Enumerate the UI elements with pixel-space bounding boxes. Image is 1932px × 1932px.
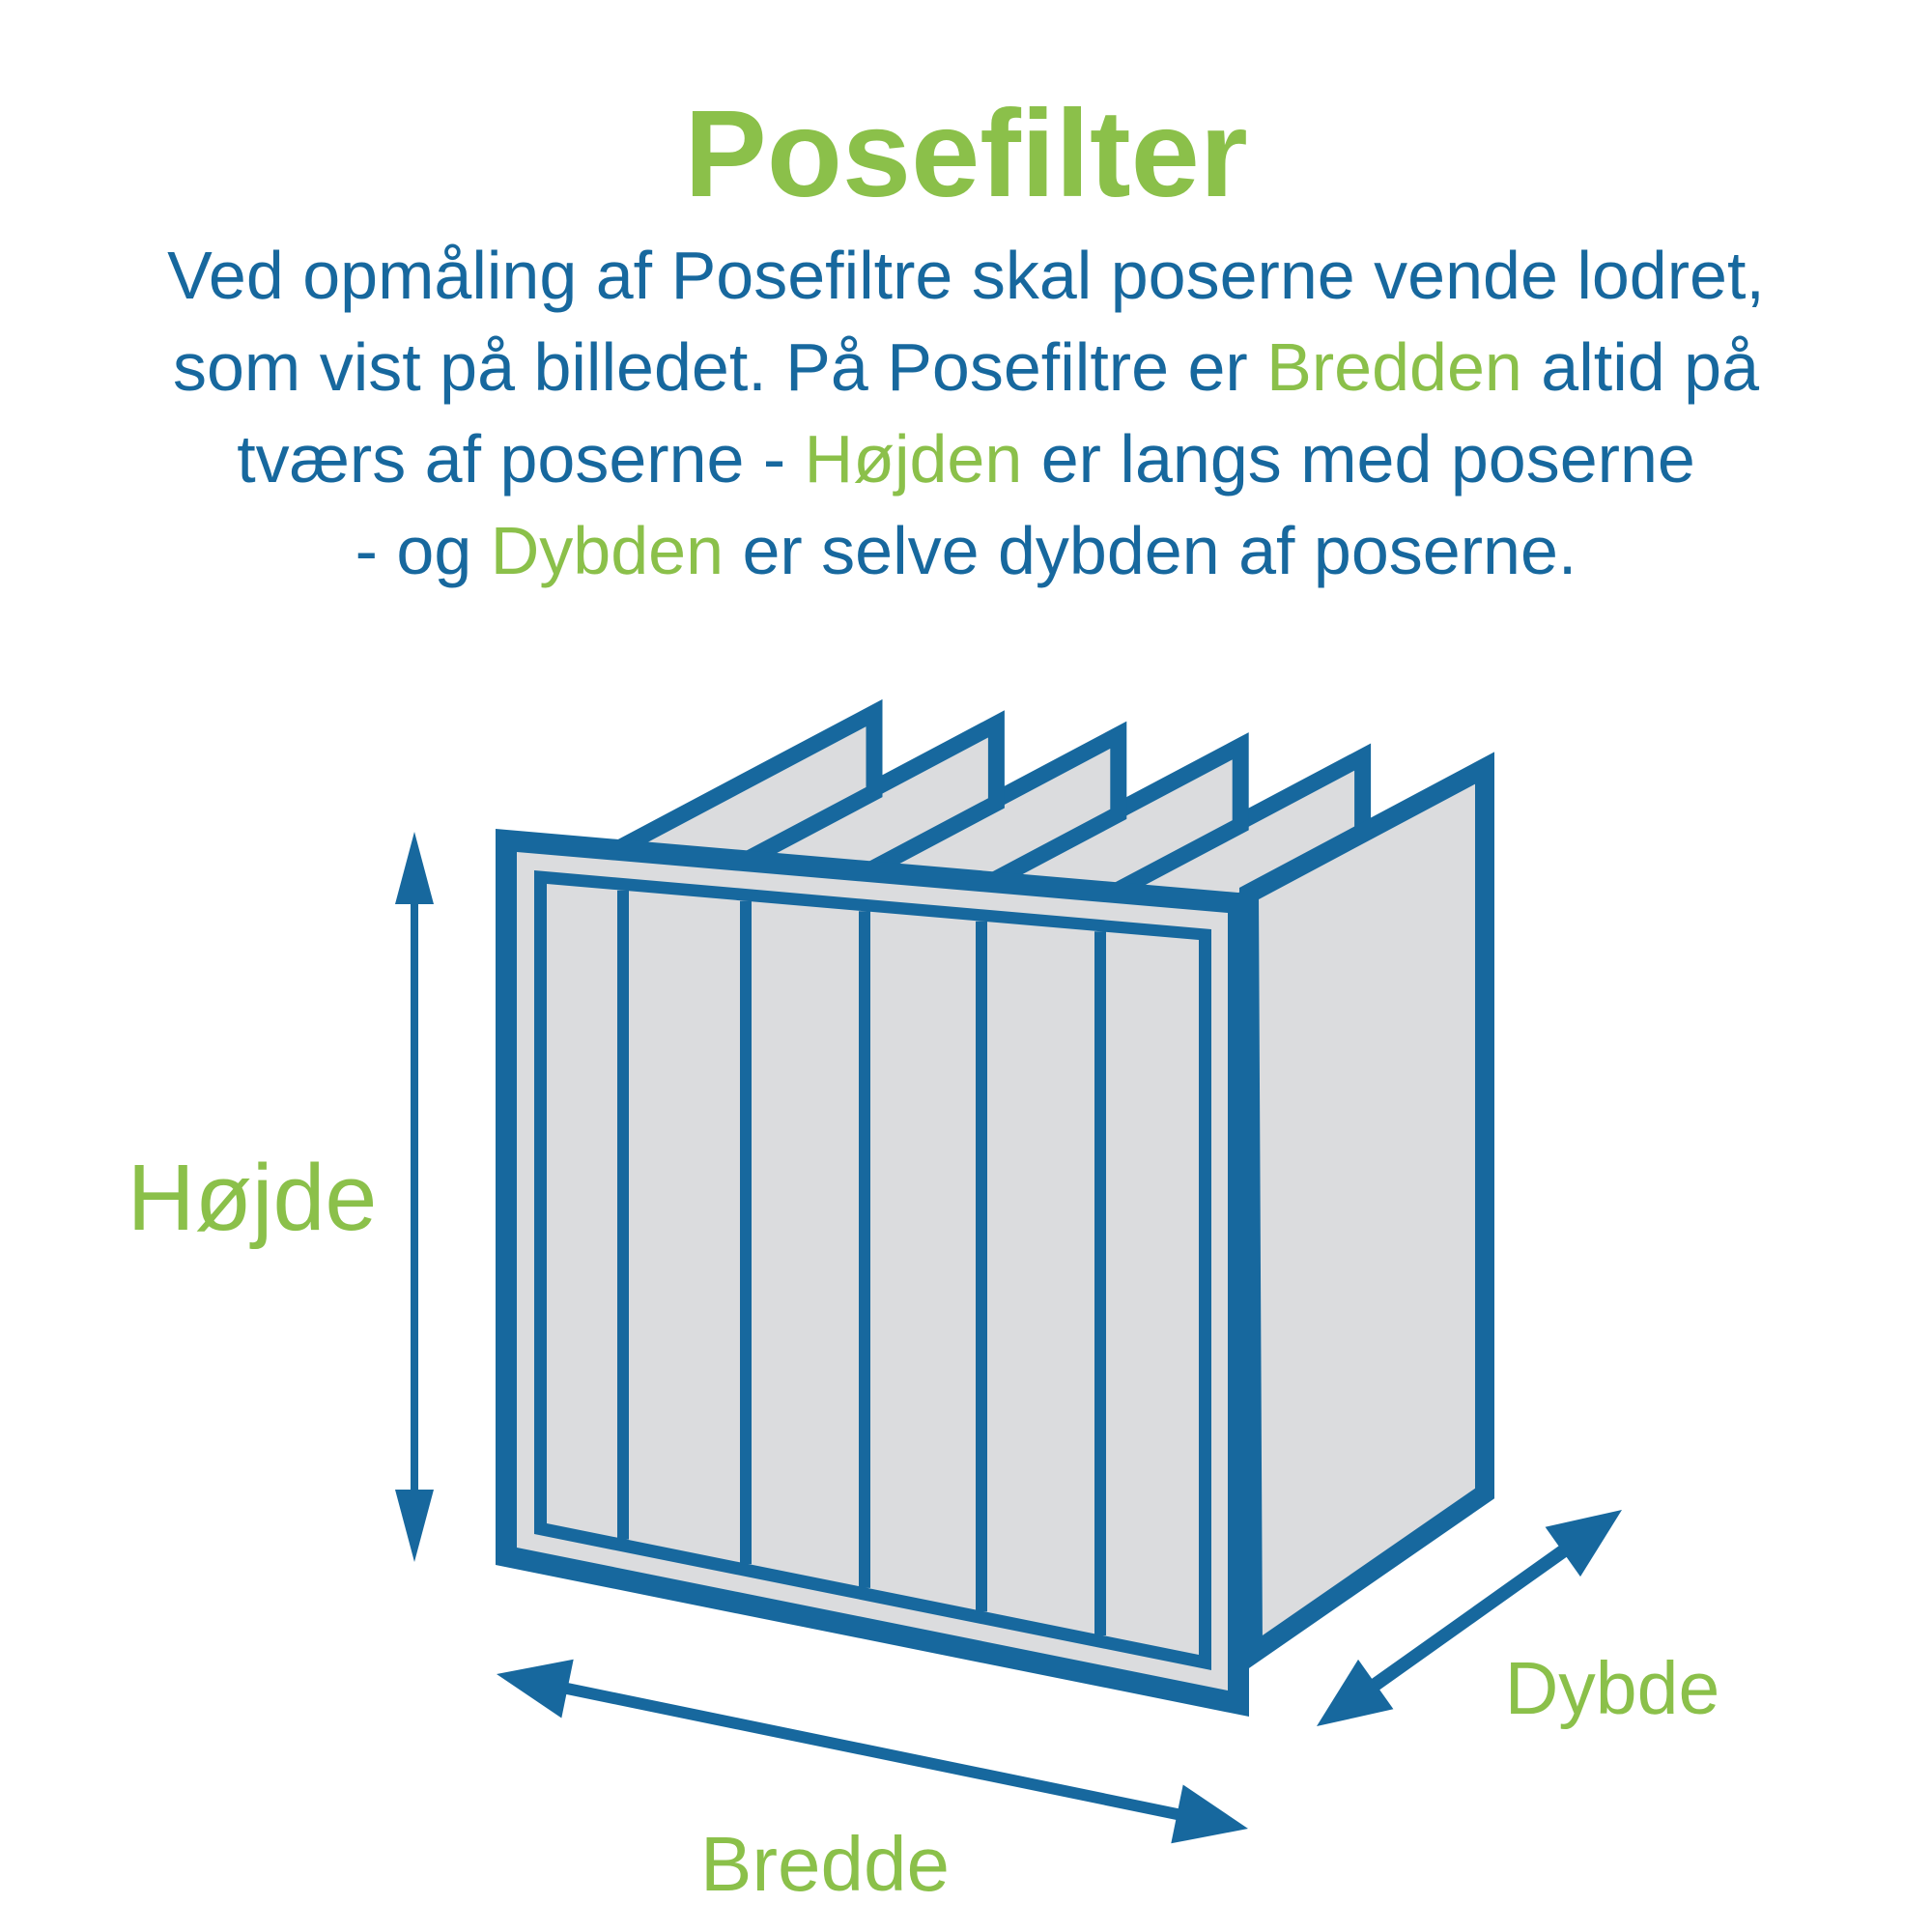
width-arrow (497, 1659, 1248, 1844)
filter-side-panel (1238, 752, 1494, 1673)
page-title: Posefilter (684, 85, 1248, 223)
width-label: Bredde (700, 1821, 950, 1907)
height-label: Højde (127, 1145, 378, 1250)
height-arrow (395, 832, 434, 1562)
description-line: som vist på billedet. På Posefiltre er B… (173, 329, 1759, 405)
description-line: Ved opmåling af Posefiltre skal poserne … (167, 238, 1765, 313)
description-line: - og Dybden er selve dybden af poserne. (355, 513, 1577, 588)
description: Ved opmåling af Posefiltre skal poserne … (0, 230, 1932, 597)
description-line: tværs af poserne - Højden er langs med p… (237, 421, 1695, 497)
filter-front-frame (496, 829, 1249, 1717)
depth-label: Dybde (1504, 1647, 1720, 1730)
depth-arrow (1317, 1510, 1622, 1726)
